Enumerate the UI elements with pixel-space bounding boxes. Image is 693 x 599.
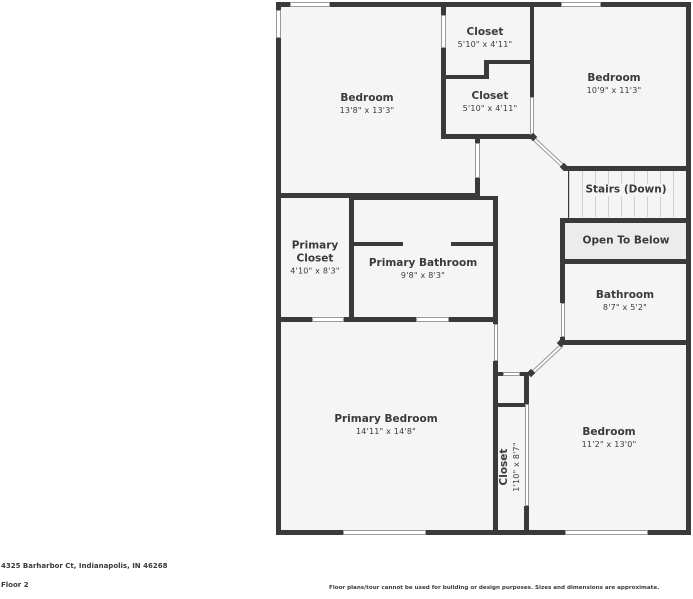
room-primary-bedroom: Primary Bedroom 14'11" x 14'8" [334,413,437,437]
wall [484,60,489,79]
wall [484,60,534,64]
wall [354,242,403,246]
door [441,15,446,48]
room-name: Primary Bedroom [334,413,438,425]
window [565,530,648,535]
room-name-line1: Primary [291,239,339,252]
room-name: Closet [471,90,509,102]
wall-exterior-left [276,2,281,535]
room-dimensions: 9'8" x 8'3" [400,271,446,280]
room-name-line2: Closet [296,252,334,265]
room-stairs-down: Stairs (Down) [583,183,669,197]
floor-label: Floor 2 [1,581,29,589]
room-bedroom-1: Bedroom 13'8" x 13'3" [340,92,395,116]
wall [276,317,312,322]
floor-plan: Bedroom 13'8" x 13'3" Closet 5'10" x 4'1… [276,2,691,535]
door [503,372,520,376]
wall [524,372,529,404]
door [525,404,529,506]
room-name: Bedroom [582,426,636,438]
window [276,10,281,38]
wall [493,361,498,533]
wall [449,317,498,322]
disclaimer-text: Floor plans/tour cannot be used for buil… [329,585,660,591]
wall [441,48,446,138]
wall [493,196,498,324]
room-name: Stairs (Down) [583,183,669,197]
wall [560,340,691,345]
room-dimensions: 8'7" x 5'2" [602,303,648,312]
wall [560,259,691,264]
stairs-edge [568,171,569,218]
room-name: Open To Below [582,234,670,247]
wall [524,506,529,533]
room-name: Closet [466,26,504,38]
door [494,324,498,361]
wall [493,372,503,376]
room-open-to-below: Open To Below [583,235,670,248]
address-label: 4325 Barharbor Ct, Indianapolis, IN 4626… [1,562,168,570]
door [561,303,565,337]
wall [530,5,534,97]
wall [276,193,480,198]
wall [441,75,488,79]
wall-exterior-bottom [276,530,691,535]
door [416,317,449,322]
door [475,143,480,178]
open-to-below-area [564,222,686,260]
floor-area [279,5,689,532]
room-name: Primary Bathroom [368,257,478,269]
room-closet-3: Closet 1'10" x 8'7" [498,442,522,491]
room-dimensions: 5'10" x 4'11" [462,104,518,113]
wall [564,166,691,171]
wall [496,403,526,407]
room-primary-closet: Primary Closet 4'10" x 8'3" [290,240,339,277]
room-name: Bedroom [340,92,394,104]
room-dimensions: 13'8" x 13'3" [339,106,395,115]
wall [475,178,480,198]
window [343,530,426,535]
wall [451,242,495,246]
window [561,2,601,7]
window [290,2,330,7]
wall [441,5,446,15]
room-dimensions: 1'10" x 8'7" [512,442,521,492]
room-dimensions: 4'10" x 8'3" [290,266,340,276]
room-dimensions: 5'10" x 4'11" [457,40,513,49]
room-dimensions: 11'2" x 13'0" [581,440,637,449]
room-name: Closet [498,448,510,486]
wall [560,218,691,223]
room-closet-2: Closet 5'10" x 4'11" [463,90,518,114]
door [312,317,344,322]
room-closet-1: Closet 5'10" x 4'11" [458,26,513,50]
door [530,97,534,135]
wall [349,196,497,200]
room-dimensions: 14'11" x 14'8" [355,427,416,436]
wall [441,134,534,139]
room-primary-bathroom: Primary Bathroom 9'8" x 8'3" [369,257,477,281]
wall [344,317,416,322]
room-bathroom: Bathroom 8'7" x 5'2" [596,289,654,313]
wall [349,198,354,322]
room-bedroom-3: Bedroom 11'2" x 13'0" [582,426,637,450]
room-dimensions: 10'9" x 11'3" [586,86,642,95]
wall-exterior-top [276,2,691,7]
room-name: Bedroom [587,72,641,84]
wall [475,137,480,143]
wall-exterior-right [686,2,691,535]
room-bedroom-2: Bedroom 10'9" x 11'3" [587,72,642,96]
room-name: Bathroom [595,289,655,301]
